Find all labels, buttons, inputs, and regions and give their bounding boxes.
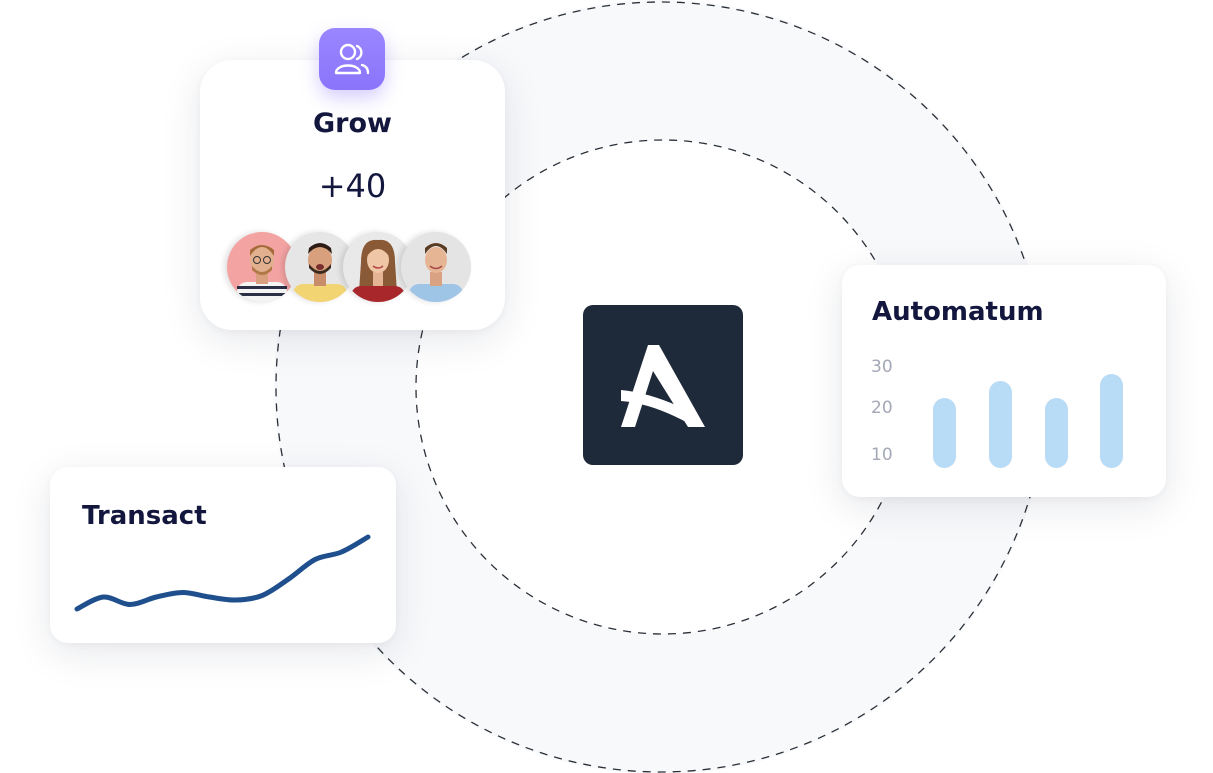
bar-3 <box>1045 398 1068 468</box>
transact-title: Transact <box>82 501 207 531</box>
y-tick-label: 20 <box>871 398 893 418</box>
automatum-logo-icon <box>621 345 705 427</box>
users-icon <box>334 43 370 75</box>
transact-trend-line <box>74 534 371 612</box>
y-tick-label: 30 <box>871 357 893 377</box>
bar-2 <box>989 380 1012 468</box>
automatum-card: Automatum 30 20 10 <box>842 265 1166 497</box>
grow-badge <box>319 28 385 90</box>
transact-card: Transact <box>50 467 396 643</box>
automatum-title: Automatum <box>872 297 1044 327</box>
grow-count: +40 <box>318 167 387 205</box>
transact-trend-chart <box>74 534 371 612</box>
grow-card: Grow +40 <box>200 28 505 330</box>
avatar <box>401 232 471 302</box>
automatum-logo <box>583 305 743 465</box>
avatar <box>227 232 297 302</box>
y-tick-label: 10 <box>871 445 893 465</box>
bar-1 <box>933 398 956 468</box>
grow-title: Grow <box>313 108 392 139</box>
bar-4 <box>1100 373 1123 468</box>
